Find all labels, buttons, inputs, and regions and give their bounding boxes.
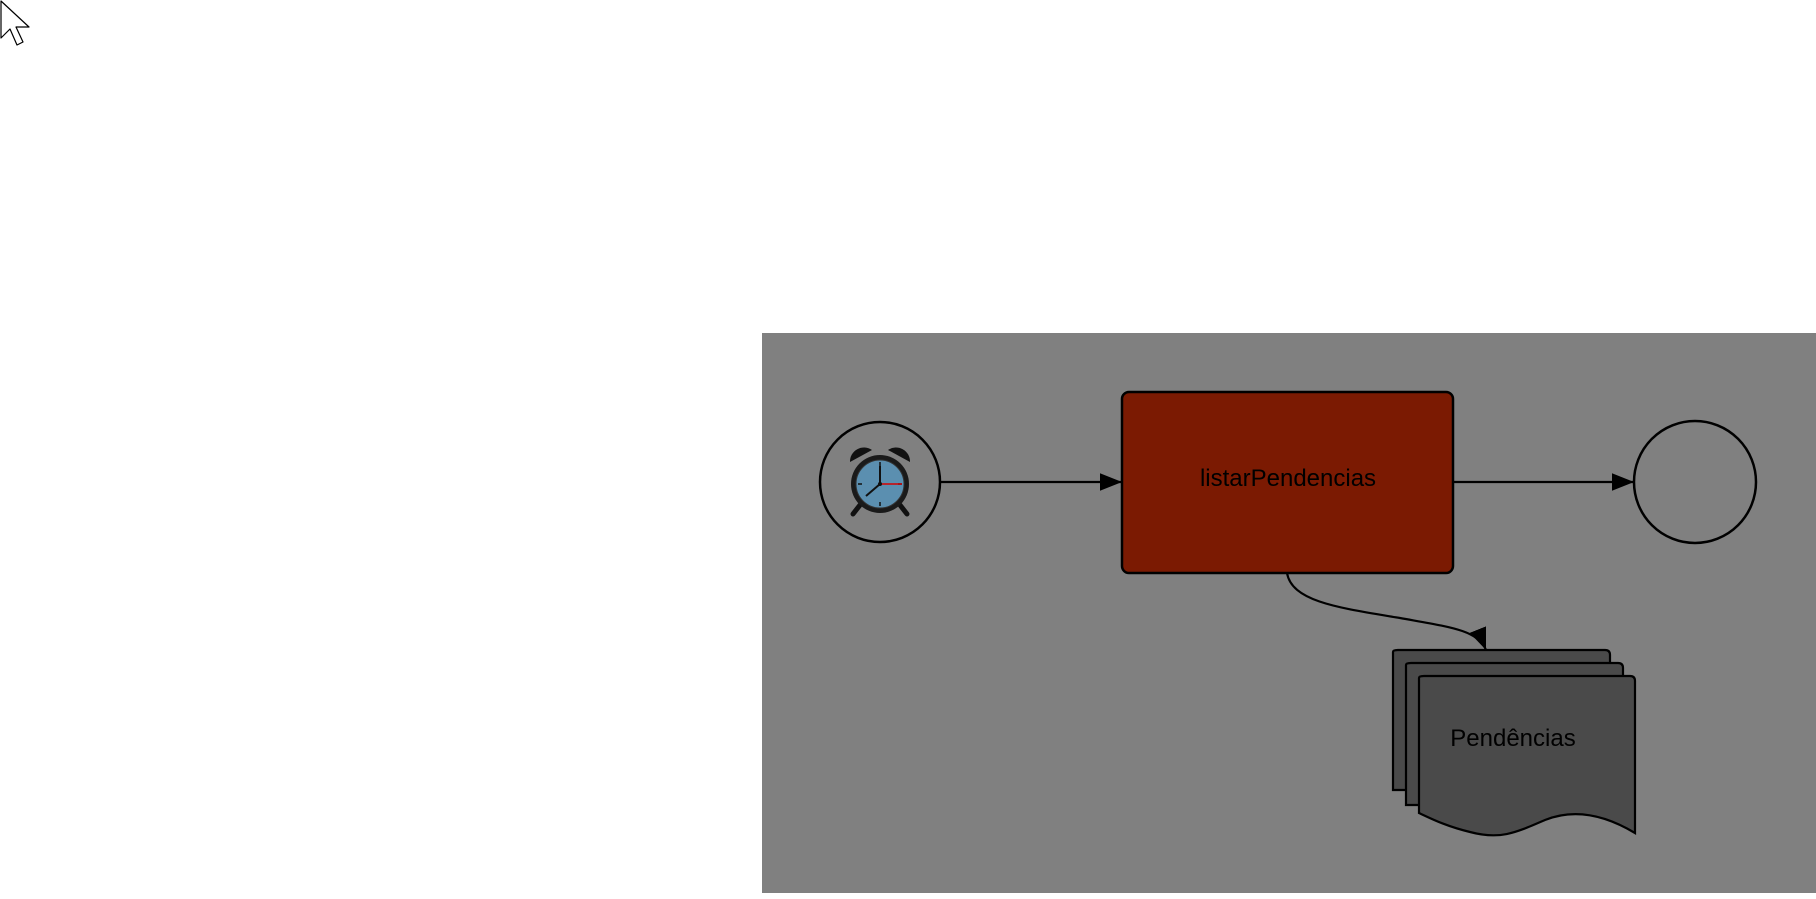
data-object-collection-pendencias[interactable]: Pendências — [1391, 648, 1637, 837]
data-collection-label: Pendências — [1450, 725, 1575, 752]
end-event[interactable] — [1632, 419, 1758, 545]
task-label: listarPendencias — [1200, 465, 1376, 492]
mouse-cursor-icon — [0, 0, 30, 46]
data-output-association[interactable] — [1285, 572, 1488, 651]
alarm-clock-icon — [849, 447, 911, 517]
timer-start-event[interactable] — [818, 420, 942, 544]
task-listar-pendencias[interactable]: listarPendencias — [1120, 390, 1455, 575]
